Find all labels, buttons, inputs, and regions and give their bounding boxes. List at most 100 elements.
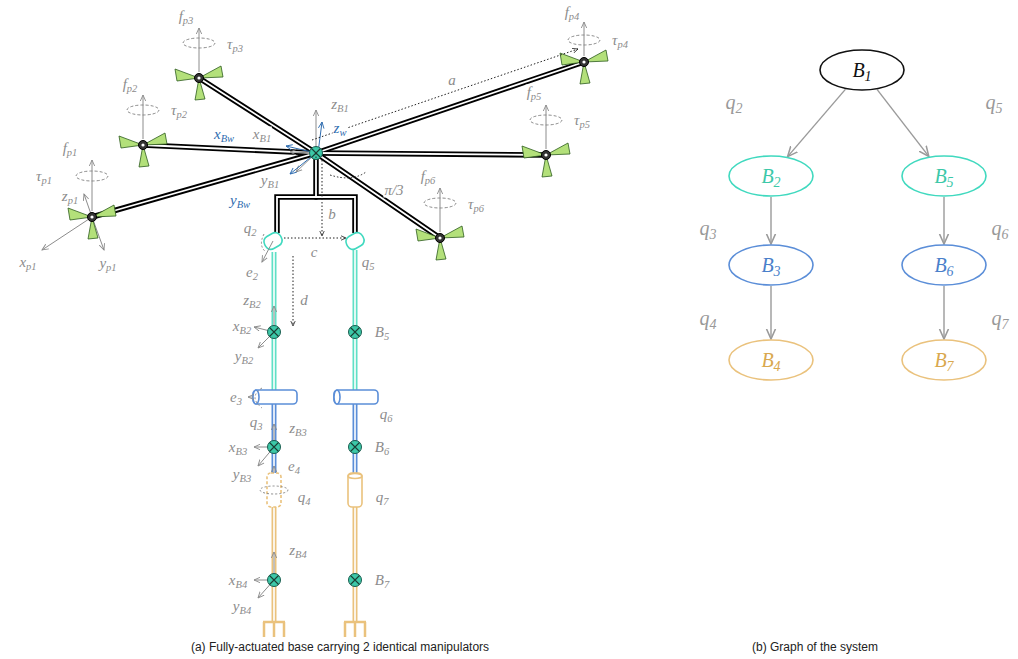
symbol-base: e bbox=[230, 389, 237, 405]
symbol-base: y bbox=[261, 172, 268, 188]
symbol-label: q4 bbox=[297, 490, 312, 505]
symbol-label: q6 bbox=[379, 407, 394, 422]
symbol-base: f bbox=[179, 8, 183, 24]
symbol-subscript: 5 bbox=[384, 331, 389, 342]
symbol-label: B5 bbox=[374, 325, 390, 340]
symbol-label: fp6 bbox=[420, 169, 437, 184]
symbol-subscript: B3 bbox=[236, 446, 248, 457]
symbol-base: B bbox=[852, 59, 864, 81]
symbol-subscript: 2 bbox=[736, 101, 743, 116]
symbol-label: fp3 bbox=[178, 9, 195, 24]
body-node: B2 bbox=[728, 155, 814, 197]
symbol-base: y bbox=[233, 466, 240, 482]
symbol-subscript: 3 bbox=[774, 264, 781, 279]
symbol-base: B bbox=[761, 165, 773, 187]
joint-label: q7 bbox=[991, 308, 1010, 328]
symbol-subscript: 3 bbox=[257, 421, 262, 432]
symbol-base: q bbox=[992, 307, 1002, 329]
node-label: B5 bbox=[934, 166, 953, 186]
symbol-label: zB4 bbox=[288, 543, 308, 558]
symbol-base: f bbox=[123, 76, 127, 92]
body-node: B5 bbox=[901, 155, 987, 197]
symbol-subscript: p1 bbox=[41, 175, 52, 186]
symbol-subscript: p3 bbox=[183, 15, 194, 26]
joint-label: q4 bbox=[699, 308, 718, 328]
panel-caption: (b) Graph of the system bbox=[751, 641, 879, 653]
symbol-base: q bbox=[362, 254, 370, 270]
joint-label: q2 bbox=[725, 92, 744, 112]
dimension-lines bbox=[284, 49, 578, 326]
manipulator-links bbox=[274, 250, 355, 622]
propellers bbox=[68, 50, 608, 260]
body-node: B7 bbox=[901, 339, 987, 381]
symbol-label: xB4 bbox=[228, 573, 248, 588]
symbol-subscript: p1 bbox=[68, 195, 79, 206]
symbol-subscript: 5 bbox=[996, 101, 1003, 116]
symbol-base: q bbox=[380, 406, 388, 422]
node-outline bbox=[902, 245, 986, 285]
symbol-base: τ bbox=[612, 32, 617, 48]
base-frame bbox=[286, 110, 322, 174]
node-label: B3 bbox=[761, 255, 780, 275]
symbol-label: π/3 bbox=[383, 183, 404, 198]
joint-label: q5 bbox=[985, 92, 1004, 112]
symbol-subscript: 3 bbox=[710, 227, 717, 242]
joints bbox=[253, 230, 378, 507]
symbol-base: q bbox=[376, 489, 384, 505]
symbol-base: z bbox=[334, 120, 340, 136]
symbol-label: xB1 bbox=[252, 127, 272, 142]
symbol-base: z bbox=[62, 188, 68, 204]
symbol-subscript: B4 bbox=[295, 549, 307, 560]
joint-edge bbox=[943, 197, 944, 244]
node-outline bbox=[729, 245, 813, 285]
thrust-arrows bbox=[42, 22, 600, 250]
symbol-base: e bbox=[288, 458, 295, 474]
symbol-subscript: B4 bbox=[240, 605, 252, 616]
symbol-label: yBw bbox=[229, 193, 251, 208]
symbol-label: zw bbox=[333, 121, 348, 136]
symbol-subscript: 7 bbox=[1002, 317, 1009, 332]
symbol-base: B bbox=[934, 165, 946, 187]
symbol-base: f bbox=[63, 140, 67, 156]
node-outline bbox=[729, 340, 813, 380]
body-node: B4 bbox=[728, 339, 814, 381]
symbol-subscript: 7 bbox=[947, 359, 954, 374]
symbol-label: c bbox=[310, 245, 319, 260]
symbol-base: q bbox=[244, 220, 252, 236]
symbol-label: zB1 bbox=[330, 97, 350, 112]
symbol-subscript: B2 bbox=[249, 299, 261, 310]
symbol-subscript: B1 bbox=[337, 103, 349, 114]
symbol-label: yB2 bbox=[234, 349, 254, 364]
node-label: B2 bbox=[761, 166, 780, 186]
symbol-subscript: 5 bbox=[369, 261, 374, 272]
symbol-label: τp1 bbox=[35, 169, 53, 184]
symbol-label: zB3 bbox=[288, 421, 308, 436]
symbol-subscript: p4 bbox=[617, 39, 628, 50]
symbol-subscript: Bw bbox=[221, 133, 234, 144]
symbol-base: q bbox=[700, 217, 710, 239]
symbol-base: x bbox=[253, 126, 260, 142]
symbol-base: B bbox=[761, 254, 773, 276]
symbol-subscript: 2 bbox=[253, 271, 258, 282]
symbol-base: τ bbox=[468, 196, 473, 212]
symbol-subscript: p1 bbox=[106, 262, 117, 273]
symbol-base: y bbox=[230, 192, 237, 208]
symbol-subscript: 3 bbox=[237, 396, 242, 407]
node-outline bbox=[902, 156, 986, 196]
symbol-subscript: B3 bbox=[295, 427, 307, 438]
symbol-label: e4 bbox=[287, 459, 301, 474]
symbol-base: x bbox=[19, 254, 26, 270]
symbol-label: e2 bbox=[245, 265, 259, 280]
node-outline bbox=[902, 340, 986, 380]
symbol-subscript: B1 bbox=[260, 133, 272, 144]
symbol-subscript: 6 bbox=[1002, 227, 1009, 242]
symbol-subscript: 1 bbox=[865, 69, 872, 84]
node-label: B1 bbox=[852, 60, 871, 80]
symbol-base: q bbox=[986, 91, 996, 113]
symbol-base: f bbox=[565, 4, 569, 20]
symbol-base: B bbox=[761, 349, 773, 371]
symbol-base: τ bbox=[36, 168, 41, 184]
symbol-label: d bbox=[299, 293, 309, 308]
